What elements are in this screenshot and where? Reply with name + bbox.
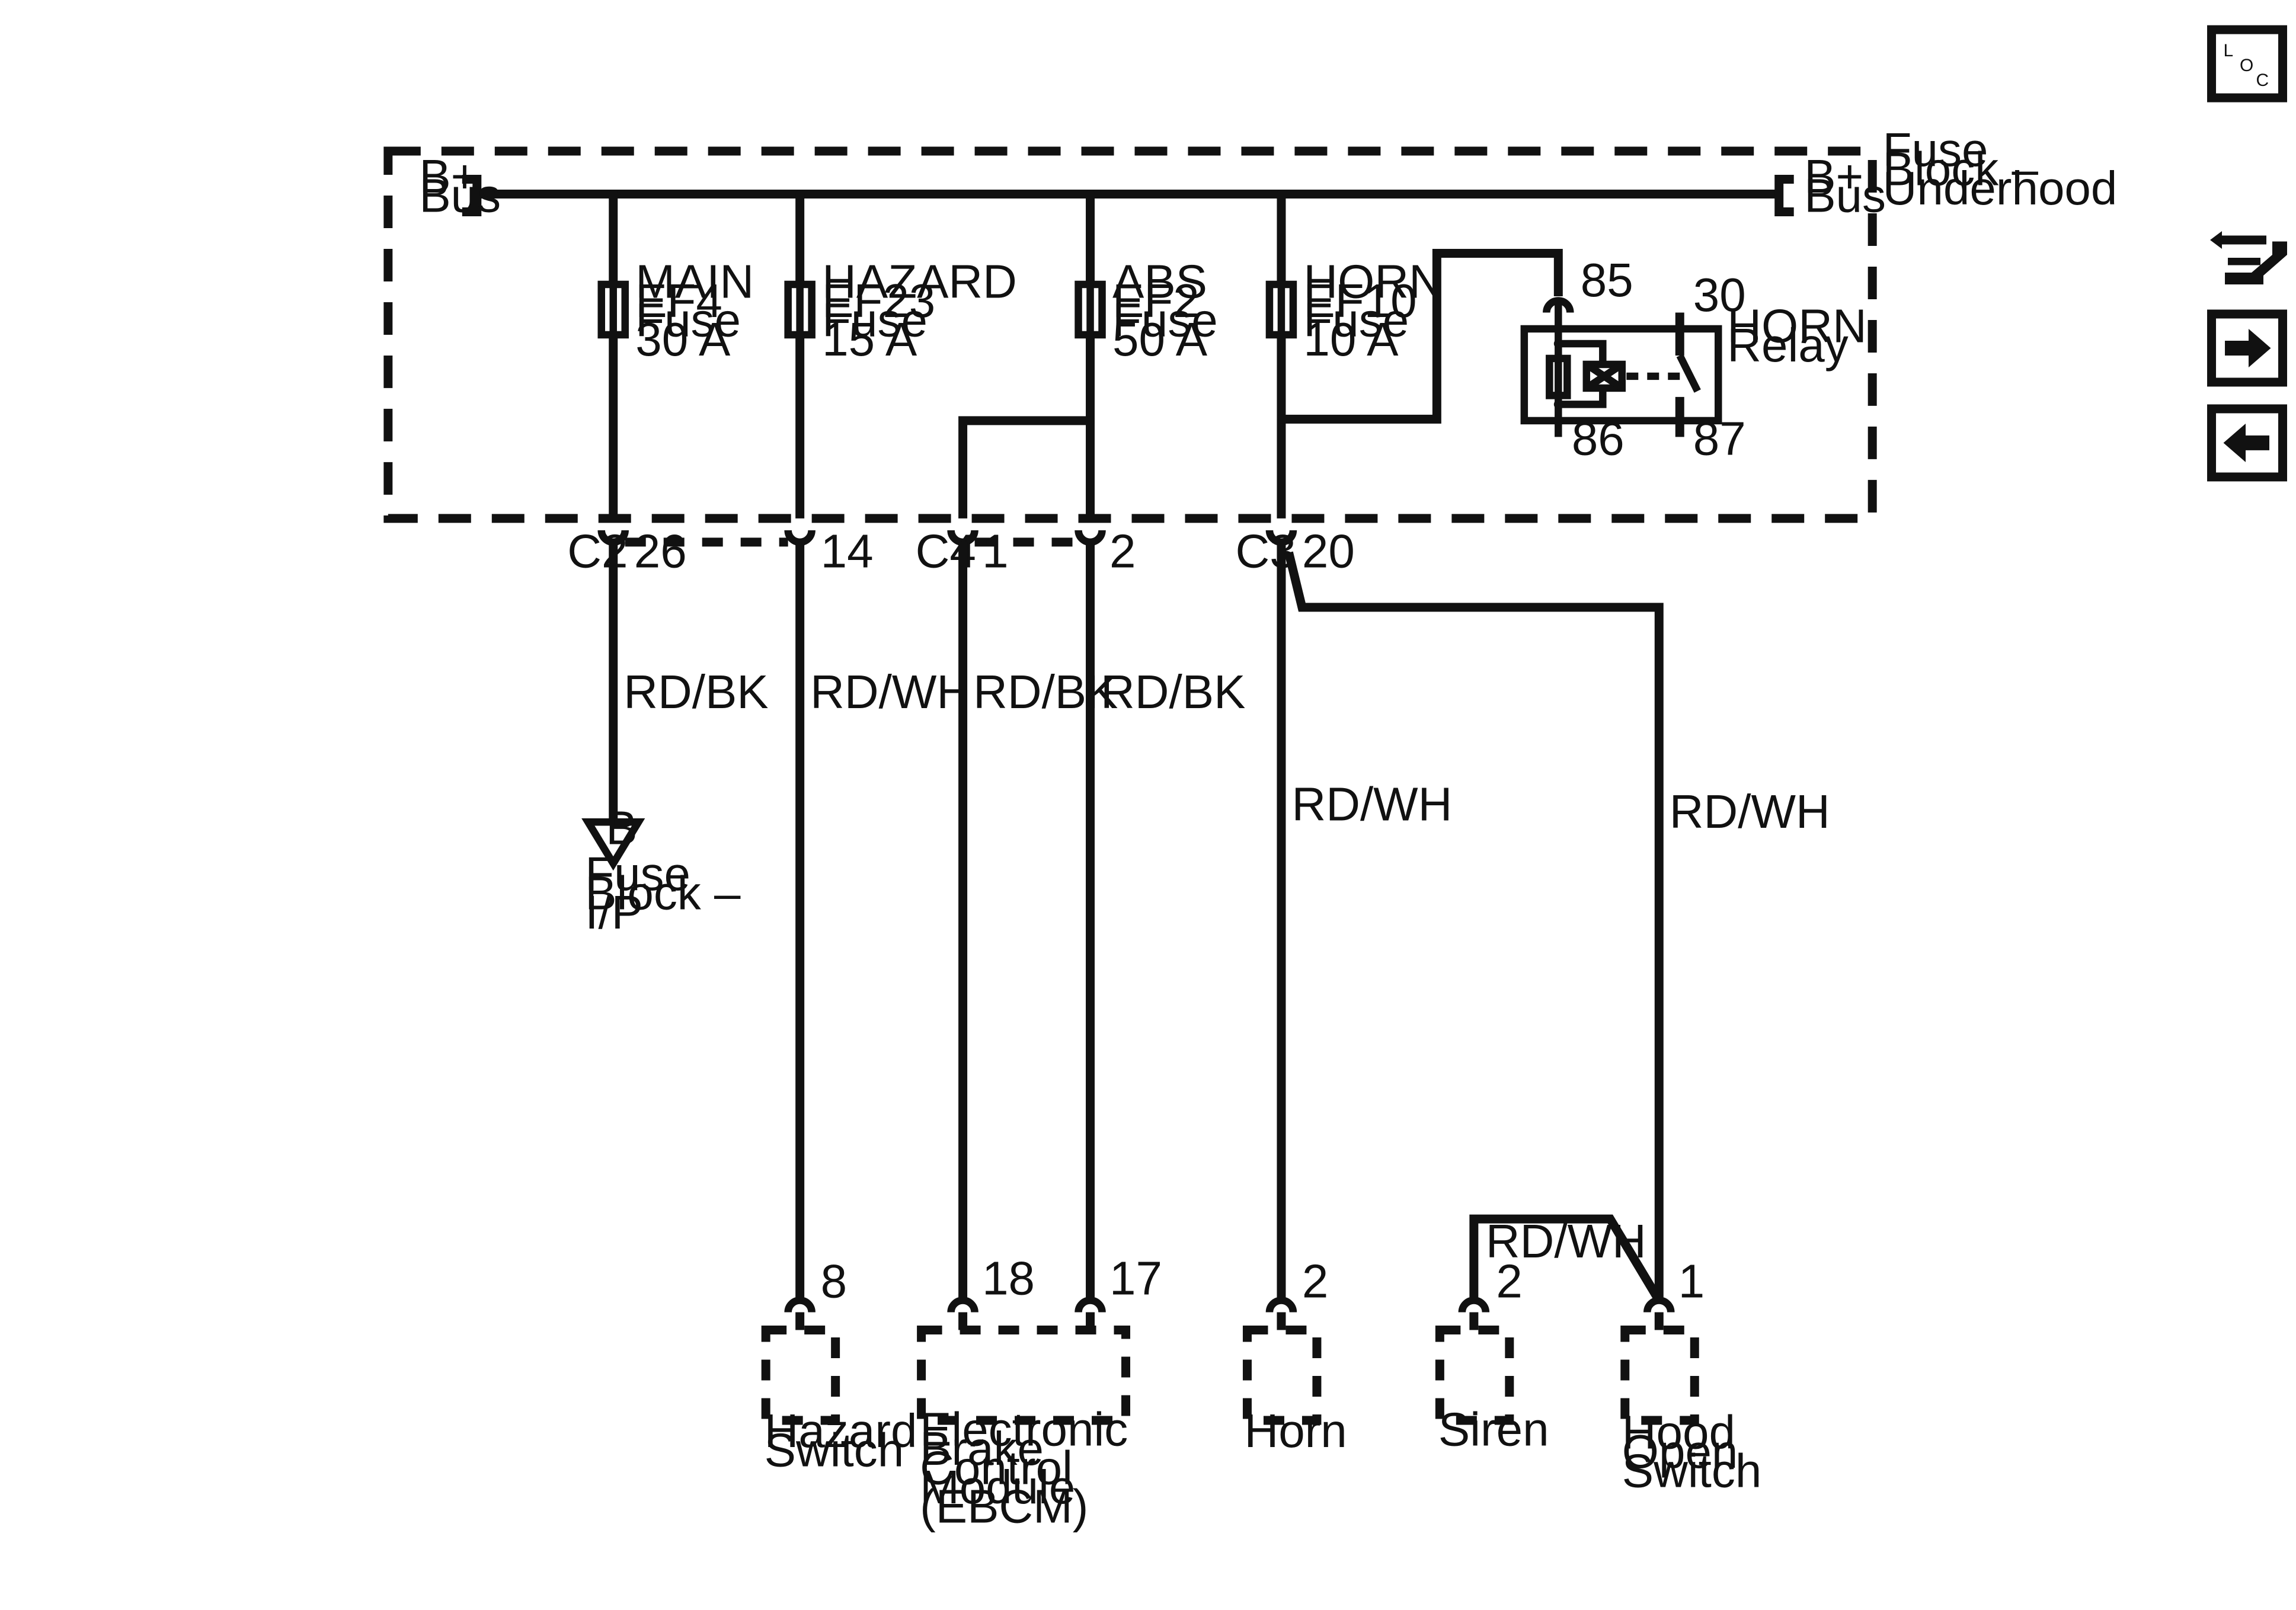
wire-label-4: RD/BK	[1101, 665, 1245, 718]
wire-label-3: RD/BK	[973, 665, 1118, 718]
connector-c3-pin-20: 20	[1302, 524, 1355, 577]
fuse-block-label: Fuse Block – Underhood	[1883, 123, 2118, 215]
horn	[1242, 1297, 1322, 1425]
bus-bar	[462, 175, 1794, 217]
relay-pin-87: 87	[1693, 412, 1746, 465]
bus-label-right: B+ Bus	[1804, 150, 1886, 222]
hazard-pin-8: 8	[821, 1255, 847, 1308]
ebcm	[917, 1297, 1131, 1425]
connector-c4-pin-2: 2	[1109, 524, 1136, 577]
reference-label: Fuse Block – I/P	[585, 847, 753, 939]
connector-c3-label: C3	[1235, 524, 1296, 577]
hood-pin-1: 1	[1678, 1255, 1705, 1308]
connector-c2-label: C2	[567, 524, 628, 577]
fuse-horn-label: HORN EF10 Fuse 10 A	[1303, 255, 1456, 365]
horn-pin-2: 2	[1302, 1255, 1328, 1308]
siren	[1435, 1297, 1514, 1425]
reference-symbol: B	[606, 802, 637, 854]
bus-label-left: B+ Bus	[419, 150, 501, 222]
hood-open-switch-label: Hood Open Switch	[1622, 1406, 1762, 1497]
connector-c3	[1265, 530, 1297, 546]
fuse-block-underhood-outline	[383, 146, 1877, 523]
connector-c2-pin-14: 14	[821, 524, 874, 577]
fuse-abs	[958, 194, 1106, 518]
fuse-abs-label: ABS EF2 Fuse 50 A	[1112, 255, 1231, 365]
siren-pin-2: 2	[1496, 1255, 1522, 1308]
swap-arrows-icon[interactable]	[2210, 231, 2288, 284]
fuse-block-ip-reference	[581, 818, 645, 871]
horn-relay-label: HORN Relay	[1727, 299, 1880, 371]
relay-pin-85: 85	[1581, 254, 1633, 306]
ebcm-label: Electronic Brake Control Module (EBCM)	[920, 1403, 1141, 1532]
svg-text:L: L	[2224, 41, 2234, 60]
connector-c4-pin-1: 1	[982, 524, 1008, 577]
prev-page-button[interactable]	[2207, 404, 2288, 482]
arrow-left-icon	[2223, 423, 2270, 462]
relay-pin-86: 86	[1572, 412, 1625, 465]
relay-pin-30: 30	[1693, 268, 1746, 321]
ebcm-pin-18: 18	[982, 1252, 1035, 1305]
wire-label-7: RD/WH	[1486, 1215, 1646, 1267]
svg-text:O: O	[2240, 56, 2253, 75]
hazard-switch-label: Hazard Switch	[765, 1404, 930, 1476]
wire-label-6: RD/WH	[1670, 785, 1830, 838]
wire-siren	[1469, 1214, 1663, 1303]
connector-c2	[597, 530, 816, 547]
wire-hood-switch	[1284, 551, 1664, 1301]
fuse-main-label: MAIN EF4 Fuse 30 A	[635, 255, 767, 365]
horn-label: Horn	[1244, 1404, 1347, 1457]
connector-c2-pin-26: 26	[634, 524, 687, 577]
wire-label-2: RD/WH	[810, 665, 971, 718]
svg-text:C: C	[2256, 71, 2269, 90]
ebcm-pin-17: 17	[1109, 1252, 1162, 1305]
hazard-switch	[761, 1297, 840, 1425]
hood-open-switch	[1620, 1297, 1699, 1425]
fuse-main	[597, 194, 629, 518]
wire-label-5: RD/WH	[1291, 778, 1452, 831]
loc-icon[interactable]: L O C	[2207, 25, 2288, 103]
fuse-hazard-label: HAZARD EF23 Fuse 15 A	[822, 255, 1030, 365]
horn-relay	[1520, 297, 1722, 437]
next-page-button[interactable]	[2207, 309, 2288, 387]
connector-c4	[947, 530, 1106, 547]
fuse-horn	[1265, 194, 1563, 518]
siren-label: Siren	[1438, 1403, 1549, 1455]
wire-label-1: RD/BK	[623, 665, 768, 718]
fuse-hazard	[784, 194, 816, 518]
arrow-right-icon	[2225, 328, 2271, 367]
